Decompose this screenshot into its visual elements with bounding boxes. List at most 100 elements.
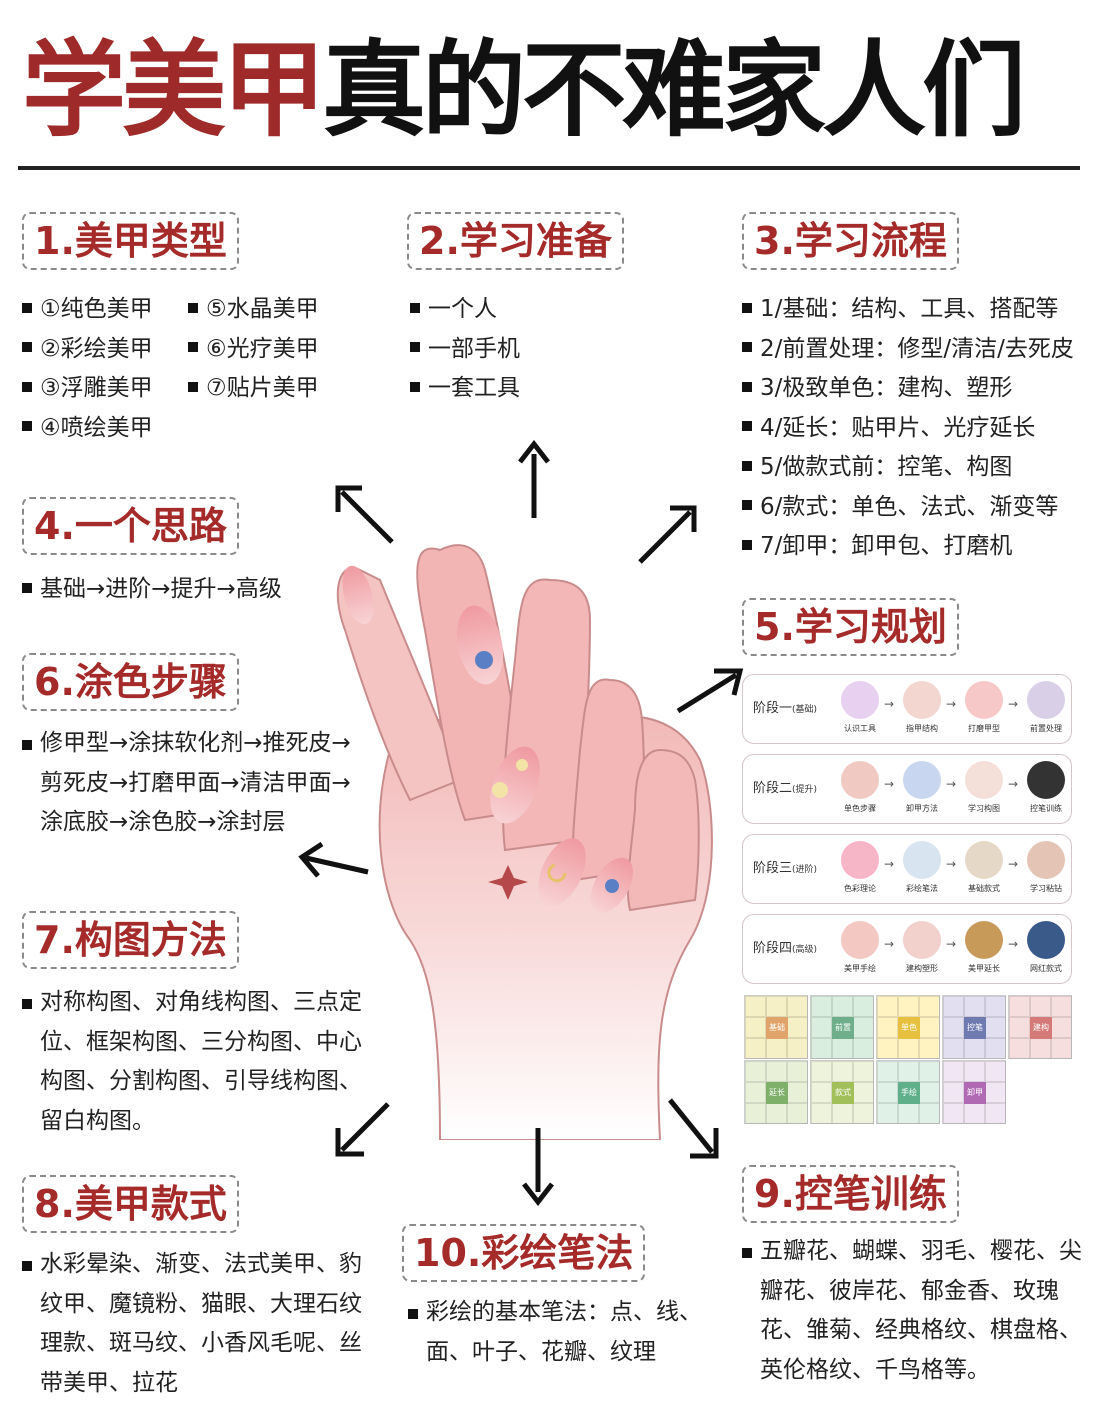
section-title-4: 4.一个思路 xyxy=(22,497,239,555)
stage-item-icon xyxy=(903,921,941,959)
topic-grid: 建构 xyxy=(1008,995,1072,1059)
arrow-right-icon: → xyxy=(1008,777,1019,791)
stage-card: 阶段一(基础)认识工具→指甲结构→打磨甲型→前置处理 xyxy=(742,674,1072,744)
stage-label: 阶段二(提升) xyxy=(753,781,818,796)
stage-item-caption: 卸甲方法 xyxy=(906,804,938,813)
arrow-right-icon: → xyxy=(946,777,957,791)
topic-grid: 基础 xyxy=(744,995,808,1059)
topic-grid-center: 前置 xyxy=(832,1017,854,1039)
list-item: 5/做款式前：控笔、构图 xyxy=(742,448,1074,488)
stage-item-caption: 美甲手绘 xyxy=(844,964,876,973)
stage-item: 卸甲方法 xyxy=(893,761,951,819)
section-title-10: 10.彩绘笔法 xyxy=(402,1224,646,1282)
topic-grid: 控笔 xyxy=(942,995,1006,1059)
stage-item-caption: 彩绘笔法 xyxy=(906,884,938,893)
arrow-left-icon xyxy=(298,841,369,878)
stage-item-icon xyxy=(1027,681,1065,719)
list-item: 4/延长：贴甲片、光疗延长 xyxy=(742,409,1074,449)
stage-item-caption: 基础款式 xyxy=(968,884,1000,893)
stage-item: 指甲结构 xyxy=(893,681,951,739)
stage-item: 彩绘笔法 xyxy=(893,841,951,899)
stage-item-icon xyxy=(903,681,941,719)
topic-grid-center: 单色 xyxy=(898,1017,920,1039)
arrow-up-right-icon xyxy=(638,505,697,564)
list-item: ⑥光疗美甲 xyxy=(188,330,319,370)
stage-card: 阶段二(提升)单色步骤→卸甲方法→学习构图→控笔训练 xyxy=(742,754,1072,824)
stage-item-caption: 网红款式 xyxy=(1030,964,1062,973)
arrow-right-up-icon xyxy=(676,668,744,714)
section-8-text: 水彩晕染、渐变、法式美甲、豹纹甲、魔镜粉、猫眼、大理石纹理款、斑马纹、小香风毛呢… xyxy=(22,1245,370,1403)
topic-grid-center: 基础 xyxy=(766,1017,788,1039)
stage-item: 色彩理论 xyxy=(831,841,889,899)
topic-grid: 款式 xyxy=(810,1060,874,1124)
stage-label: 阶段四(高级) xyxy=(753,941,818,956)
stage-item-caption: 学习构图 xyxy=(968,804,1000,813)
section-2-list: 一个人 一部手机 一套工具 xyxy=(410,290,520,409)
stage-item: 基础款式 xyxy=(955,841,1013,899)
stage-item: 美甲手绘 xyxy=(831,921,889,979)
stage-item: 网红款式 xyxy=(1017,921,1075,979)
arrow-down-right-icon xyxy=(668,1098,719,1159)
title-black-part: 真的不难家人们 xyxy=(322,29,1026,151)
stage-item: 认识工具 xyxy=(831,681,889,739)
section-7-text: 对称构图、对角线构图、三点定位、框架构图、三分构图、中心构图、分割构图、引导线构… xyxy=(22,983,370,1141)
arrow-right-icon: → xyxy=(884,777,895,791)
section-4-list: 基础→进阶→提升→高级 xyxy=(22,570,282,610)
section-9-text: 五瓣花、蝴蝶、羽毛、樱花、尖瓣花、彼岸花、郁金香、玫瑰花、雏菊、经典格纹、棋盘格… xyxy=(742,1232,1088,1390)
section-10-text: 彩绘的基本笔法：点、线、面、叶子、花瓣、纹理 xyxy=(408,1293,718,1372)
stage-item-icon xyxy=(965,761,1003,799)
topic-grid-center: 手绘 xyxy=(898,1082,920,1104)
stage-card: 阶段四(高级)美甲手绘→建构塑形→美甲延长→网红款式 xyxy=(742,914,1072,984)
section-title-1: 1.美甲类型 xyxy=(22,212,239,270)
stage-item-icon xyxy=(1027,841,1065,879)
list-item: ⑦贴片美甲 xyxy=(188,369,319,409)
stage-item-icon xyxy=(841,761,879,799)
stage-item-icon xyxy=(841,921,879,959)
stage-item-caption: 控笔训练 xyxy=(1030,804,1062,813)
stage-item-icon xyxy=(965,921,1003,959)
section-title-3: 3.学习流程 xyxy=(742,212,959,270)
stage-item: 美甲延长 xyxy=(955,921,1013,979)
topic-grid: 手绘 xyxy=(876,1060,940,1124)
stage-item: 建构塑形 xyxy=(893,921,951,979)
topic-grid-center: 款式 xyxy=(832,1082,854,1104)
stage-label: 阶段三(进阶) xyxy=(753,861,818,876)
stage-item: 单色步骤 xyxy=(831,761,889,819)
stage-item: 打磨甲型 xyxy=(955,681,1013,739)
list-item: 6/款式：单色、法式、渐变等 xyxy=(742,488,1074,528)
arrow-right-icon: → xyxy=(1008,697,1019,711)
page-title: 学美甲真的不难家人们 xyxy=(22,20,1026,160)
stage-item-caption: 建构塑形 xyxy=(906,964,938,973)
stage-item: 前置处理 xyxy=(1017,681,1075,739)
list-item: 基础→进阶→提升→高级 xyxy=(22,570,282,610)
topic-grid: 单色 xyxy=(876,995,940,1059)
arrow-down-icon xyxy=(522,1128,554,1206)
stage-item-icon xyxy=(903,761,941,799)
stage-item-icon xyxy=(841,841,879,879)
stage-item-icon xyxy=(903,841,941,879)
stage-item-caption: 前置处理 xyxy=(1030,724,1062,733)
list-item: 7/卸甲：卸甲包、打磨机 xyxy=(742,527,1074,567)
section-title-9: 9.控笔训练 xyxy=(742,1165,959,1223)
list-item: ①纯色美甲 xyxy=(22,290,153,330)
list-item: ⑤水晶美甲 xyxy=(188,290,319,330)
stage-item-caption: 认识工具 xyxy=(844,724,876,733)
hand-illustration xyxy=(336,544,713,1140)
section-1-col1: ①纯色美甲 ②彩绘美甲 ③浮雕美甲 ④喷绘美甲 xyxy=(22,290,153,448)
arrow-right-icon: → xyxy=(946,697,957,711)
section-6-text: 修甲型→涂抹软化剂→推死皮→剪死皮→打磨甲面→清洁甲面→涂底胶→涂色胶→涂封层 xyxy=(22,724,352,843)
section-title-5: 5.学习规划 xyxy=(742,598,959,656)
stage-item-icon xyxy=(965,841,1003,879)
list-item: ④喷绘美甲 xyxy=(22,409,153,449)
title-divider xyxy=(18,166,1080,170)
list-item: 一个人 xyxy=(410,290,520,330)
topic-grid-center: 延长 xyxy=(766,1082,788,1104)
arrow-right-icon: → xyxy=(884,697,895,711)
stage-item: 学习构图 xyxy=(955,761,1013,819)
section-title-8: 8.美甲款式 xyxy=(22,1175,239,1233)
stage-item-icon xyxy=(965,681,1003,719)
arrow-down-left-icon xyxy=(335,1102,390,1157)
topic-grid: 前置 xyxy=(810,995,874,1059)
topic-grid: 卸甲 xyxy=(942,1060,1006,1124)
stage-item-icon xyxy=(1027,761,1065,799)
